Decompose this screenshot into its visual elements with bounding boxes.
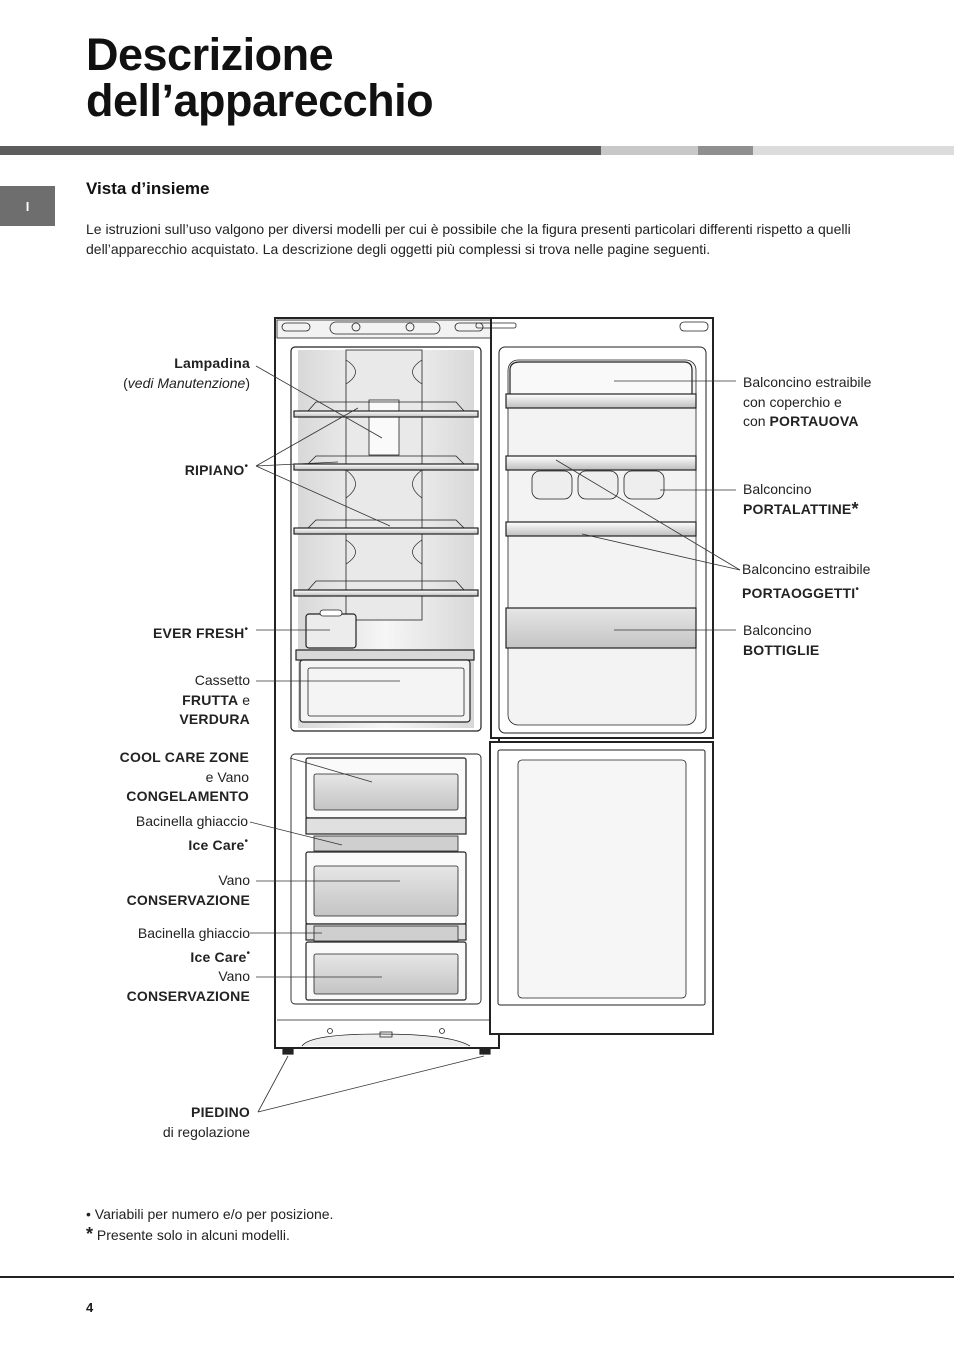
intro-text: Le istruzioni sull’uso valgono per diver…: [86, 221, 851, 257]
footer-rule: [0, 1276, 954, 1278]
label-portaoggetti-bold: PORTAOGGETTI: [742, 584, 856, 601]
label-ever-fresh: EVER FRESH•: [153, 620, 248, 644]
label-portalattine-line1: Balconcino: [743, 481, 812, 497]
label-cassetto-conj: e: [238, 691, 250, 708]
section-title: Vista d’insieme: [86, 179, 210, 198]
footnote-dot-text: Variabili per numero e/o per posizione.: [94, 1206, 334, 1222]
label-vano-1-bold: CONSERVAZIONE: [126, 891, 250, 908]
label-portauova-line1: Balconcino estraibile: [743, 374, 872, 390]
label-vano-2-line1: Vano: [218, 968, 250, 984]
label-bacinella-2-bold: Ice Care: [190, 948, 247, 965]
label-lampadina-note: vedi Manutenzione: [127, 374, 246, 391]
label-vano-2: Vano CONSERVAZIONE: [127, 967, 250, 1006]
footnotes: • Variabili per numero e/o per posizione…: [86, 1204, 333, 1245]
label-lampadina-paren-close: ): [245, 374, 250, 391]
label-lampadina-paren-open: (: [123, 374, 128, 391]
star-marker: *: [86, 1224, 94, 1244]
label-bacinella-2-line1: Bacinella ghiaccio: [137, 925, 250, 941]
page-number: 4: [86, 1300, 94, 1315]
page-title: Descrizione dell’apparecchio: [86, 29, 434, 126]
dot-marker: •: [244, 624, 248, 635]
label-ripiano: RIPIANO•: [185, 457, 248, 481]
header-rule-light: [753, 146, 954, 155]
fridge-body: [274, 317, 714, 1055]
label-cool-care-bold1: COOL CARE ZONE: [119, 749, 249, 765]
label-vano-2-bold: CONSERVAZIONE: [126, 987, 250, 1004]
label-piedino: PIEDINO di regolazione: [163, 1103, 250, 1142]
page-title-line1: Descrizione: [86, 29, 334, 80]
dot-marker: •: [244, 461, 248, 472]
label-lampadina-name: Lampadina: [174, 355, 250, 371]
label-balconcino-bottiglie: Balconcino BOTTIGLIE: [743, 621, 819, 660]
label-vano-1: Vano CONSERVAZIONE: [127, 871, 250, 910]
label-bacinella-1-bold: Ice Care: [188, 836, 245, 853]
dot-marker: •: [244, 835, 248, 847]
label-balconcino-portauova: Balconcino estraibile con coperchio e co…: [743, 373, 871, 432]
label-cool-care-bold2: CONGELAMENTO: [126, 788, 249, 804]
label-lampadina: Lampadina (vedi Manutenzione): [123, 354, 250, 393]
leader-lines: [249, 365, 741, 1113]
page-title-line2: dell’apparecchio: [86, 75, 434, 126]
dot-marker: •: [855, 583, 859, 595]
footnote-dot: • Variabili per numero e/o per posizione…: [86, 1204, 333, 1224]
label-portauova-prefix: con: [743, 413, 770, 429]
label-portauova-bold: PORTAUOVA: [769, 413, 859, 429]
dot-marker: •: [86, 1206, 91, 1222]
label-bottiglie-line1: Balconcino: [743, 622, 812, 638]
label-ripiano-name: RIPIANO: [184, 462, 245, 478]
header-rule-mid: [601, 146, 698, 155]
label-vano-1-line1: Vano: [218, 872, 250, 888]
label-balconcino-portaoggetti: Balconcino estraibile PORTAOGGETTI•: [742, 560, 870, 603]
label-ever-fresh-name: EVER FRESH: [153, 625, 245, 641]
label-cassetto-bold1: FRUTTA: [182, 691, 239, 708]
label-portauova-line2: con coperchio e: [743, 393, 842, 410]
label-bacinella-2: Bacinella ghiaccio Ice Care•: [138, 924, 250, 967]
label-portalattine-bold: PORTALATTINE: [743, 500, 852, 517]
label-cool-care-line2: e Vano: [205, 768, 249, 785]
label-bacinella-1-line1: Bacinella ghiaccio: [135, 813, 248, 829]
star-marker: *: [851, 498, 859, 519]
label-bottiglie-bold: BOTTIGLIE: [743, 641, 820, 658]
label-piedino-line2: di regolazione: [162, 1123, 250, 1140]
header-rule-dark: [0, 146, 601, 155]
dot-marker: •: [246, 947, 250, 959]
label-portaoggetti-line1: Balconcino estraibile: [742, 561, 871, 577]
label-cassetto-bold2: VERDURA: [179, 711, 250, 727]
footnote-star: * Presente solo in alcuni modelli.: [86, 1224, 333, 1245]
label-cassetto: Cassetto FRUTTA e VERDURA: [179, 671, 250, 730]
label-bacinella-1: Bacinella ghiaccio Ice Care•: [136, 812, 248, 855]
label-cool-care: COOL CARE ZONE e Vano CONGELAMENTO: [120, 748, 249, 807]
header-rule-accent: [698, 146, 753, 155]
footnote-star-text: Presente solo in alcuni modelli.: [96, 1227, 290, 1243]
label-balconcino-portalattine: Balconcino PORTALATTINE*: [743, 480, 858, 519]
language-tab: I: [0, 186, 55, 226]
shelves: [293, 401, 479, 597]
label-cassetto-line1: Cassetto: [194, 672, 250, 688]
label-piedino-bold: PIEDINO: [191, 1104, 250, 1120]
